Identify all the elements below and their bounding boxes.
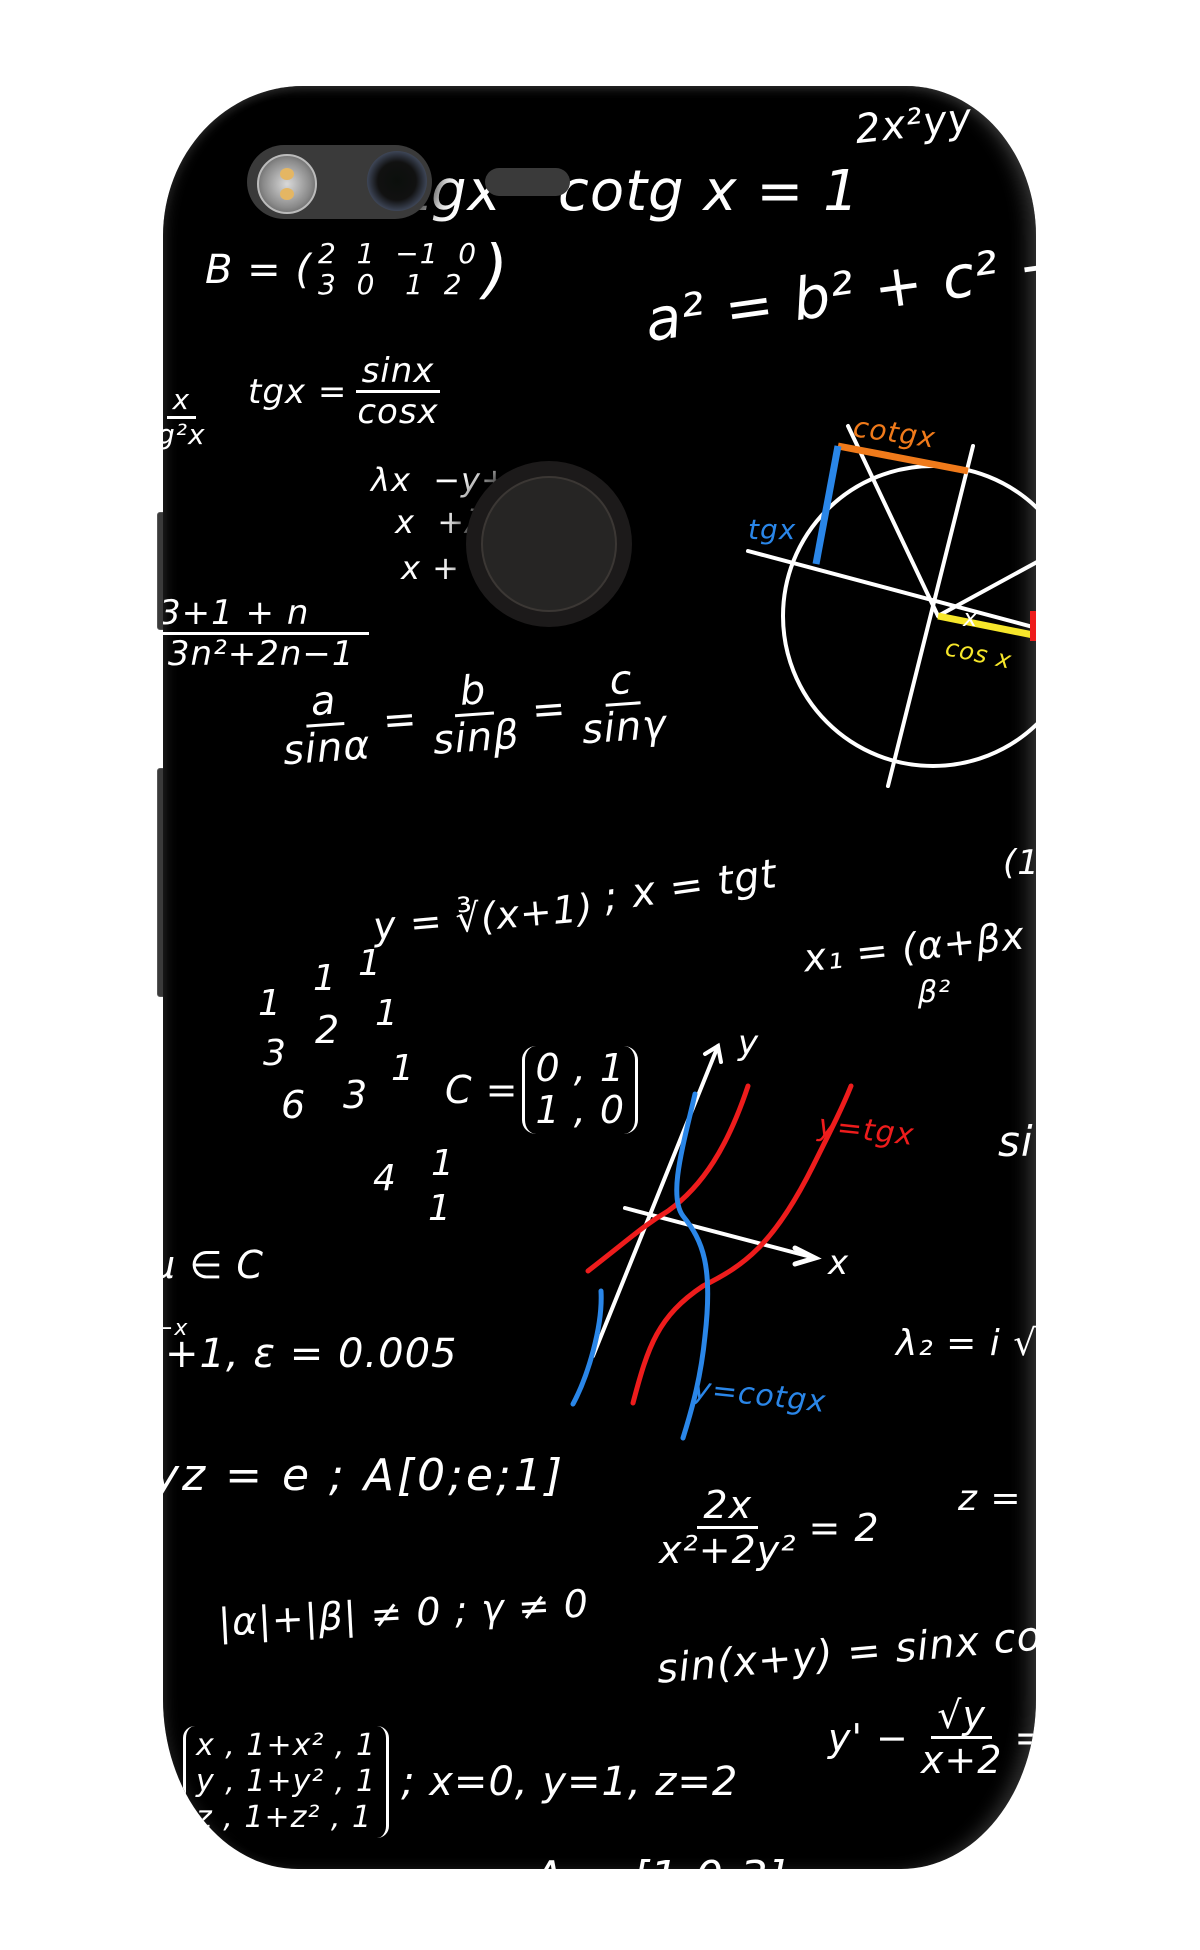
formula-matrix-c: C = 0 , 1 1 , 0: [445, 1046, 639, 1134]
formula-vector-a: A = [1;0;3]: [533, 1856, 787, 1870]
unit-circle-lines: [746, 424, 1036, 788]
formula-yz: yz = e ; A[0;e;1]: [163, 1450, 565, 1501]
tg-def-num: sinx: [355, 354, 441, 393]
formula-x-tgt: ; x = tgt: [600, 851, 780, 921]
matrix-b-row2: 3 0 1 2: [318, 268, 463, 301]
flash-icon: [257, 154, 317, 214]
scatter-num: 1: [258, 983, 282, 1024]
scatter-num: 1: [428, 1188, 452, 1229]
camera-module: [247, 145, 432, 219]
scatter-num: 1: [391, 1048, 415, 1089]
equals-1: =: [381, 695, 419, 744]
formula-lambda2: λ₂ = i √1: [896, 1323, 1036, 1364]
matrix-c-row2: 1 , 0: [535, 1087, 626, 1132]
ode-num: √y: [931, 1696, 992, 1739]
frac2-eq: = 2: [808, 1505, 880, 1550]
matrix-3x3-row: z , 1+z² , 1: [196, 1800, 373, 1835]
scatter-num: 2: [315, 1008, 341, 1052]
graph-curve-tg-2: [630, 1083, 854, 1406]
matrix-3x3-row: y , 1+y² , 1: [196, 1764, 377, 1799]
graph-curve-cotg-2: [570, 1288, 604, 1407]
frac2-num: 2x: [697, 1486, 759, 1529]
cotg-segment: [837, 442, 969, 475]
scatter-num: 6: [281, 1083, 307, 1127]
tg-def-left: tgx =: [248, 371, 348, 412]
unit-circle-label-tg: tgx: [748, 513, 797, 546]
cos-segment: [937, 612, 1036, 640]
matrix-c-label: C =: [445, 1067, 519, 1112]
sines-c-den: sinγ: [580, 701, 669, 754]
ode-den: x+2: [920, 1738, 1003, 1782]
formula-right-clip-s: si: [998, 1117, 1034, 1166]
ode-eq: =: [1014, 1719, 1036, 1757]
scatter-num: 1: [431, 1143, 455, 1184]
scatter-num: 3: [343, 1073, 369, 1117]
series-num: 3+1 + n: [163, 596, 370, 635]
formula-right-clip-1: (1: [1003, 843, 1036, 883]
formula-matrix-b: B = ( 2 1 −1 0 3 0 1 2 ): [205, 238, 509, 302]
matrix-b-row1: 2 1 −1 0: [318, 237, 478, 271]
formula-epsilon-sup: −x: [163, 1316, 189, 1341]
matrix-3x3-row: x , 1+x² , 1: [196, 1728, 377, 1763]
graph-curve-cotg-1: [674, 1091, 711, 1441]
formula-left-clip: xg²x: [163, 386, 212, 449]
formula-tg-cotg: tgx · cotg x = 1: [408, 159, 860, 224]
equals-2: =: [530, 685, 568, 734]
sines-c-num: c: [602, 657, 641, 707]
formula-matrix-3x3: x , 1+x² , 1 y , 1+y² , 1 z , 1+z² , 1 ;…: [183, 1726, 738, 1838]
frac2-den: x²+2y²: [659, 1528, 797, 1572]
formula-z-eq: z =: [958, 1478, 1022, 1519]
scatter-num: 4: [373, 1158, 397, 1199]
matrix-b-label: B = (: [205, 247, 312, 293]
left-clip-den: g²x: [163, 418, 206, 451]
phone-case: 2x²yy tgx · cotg x = 1 B = ( 2 1 −1 0 3 …: [163, 86, 1036, 1869]
fingerprint-sensor-inner: [481, 476, 617, 612]
formula-in-c: μ ∈ C: [163, 1243, 264, 1287]
left-clip-num: x: [166, 386, 197, 419]
sines-a-num: a: [303, 678, 345, 728]
matrix-b-close: ): [483, 233, 510, 307]
sines-a-den: sinα: [281, 722, 373, 775]
unit-circle-label-angle: x: [963, 604, 979, 632]
formula-2x2yy: 2x²yy: [852, 94, 975, 154]
sines-b-den: sinβ: [431, 711, 522, 764]
scatter-num: 3: [263, 1033, 287, 1074]
sines-b-num: b: [452, 667, 494, 718]
formula-x1-sub: β²: [918, 975, 952, 1010]
unit-circle-diagram: [746, 424, 1036, 788]
fingerprint-sensor: [466, 461, 632, 627]
formula-ode: y' − √yx+2 =: [828, 1696, 1036, 1779]
graph-curve-tg-1: [585, 1083, 751, 1274]
sin-segment: [1030, 611, 1036, 641]
scatter-num: 1: [375, 993, 399, 1034]
matrix-3x3-condition: ; x=0, y=1, z=2: [401, 1759, 739, 1805]
matrix-c-row1: 0 , 1: [535, 1046, 626, 1090]
formula-cube-root: y = ∛(x+1): [371, 885, 596, 949]
tg-def-den: cosx: [357, 392, 439, 432]
ode-left: y' −: [828, 1715, 909, 1760]
formula-sin-sum: sin(x+y) = sinx cosy: [654, 1609, 1036, 1693]
mic-cutout: [485, 168, 570, 196]
formula-epsilon: +1, ε = 0.005: [165, 1331, 458, 1377]
graph-label-x: x: [828, 1243, 850, 1283]
formula-x1: x₁ = (α+βx: [801, 913, 1027, 981]
scatter-num: 1: [313, 958, 337, 999]
graph-axis-y: [591, 1044, 720, 1358]
formula-abs-inequality: |α|+|β| ≠ 0 ; γ ≠ 0: [217, 1581, 591, 1645]
camera-lens-icon: [367, 151, 427, 211]
tg-segment: [812, 445, 842, 565]
scatter-num: 1: [358, 943, 382, 984]
tg-cotg-graph: [570, 1042, 854, 1441]
formula-law-of-cosines: a² = b² + c² − 2b: [640, 215, 1036, 355]
series-den: 3n²+2n−1: [167, 634, 355, 674]
graph-label-y: y: [738, 1023, 760, 1063]
formula-cos-phi: cosφ =: [923, 1863, 1036, 1869]
